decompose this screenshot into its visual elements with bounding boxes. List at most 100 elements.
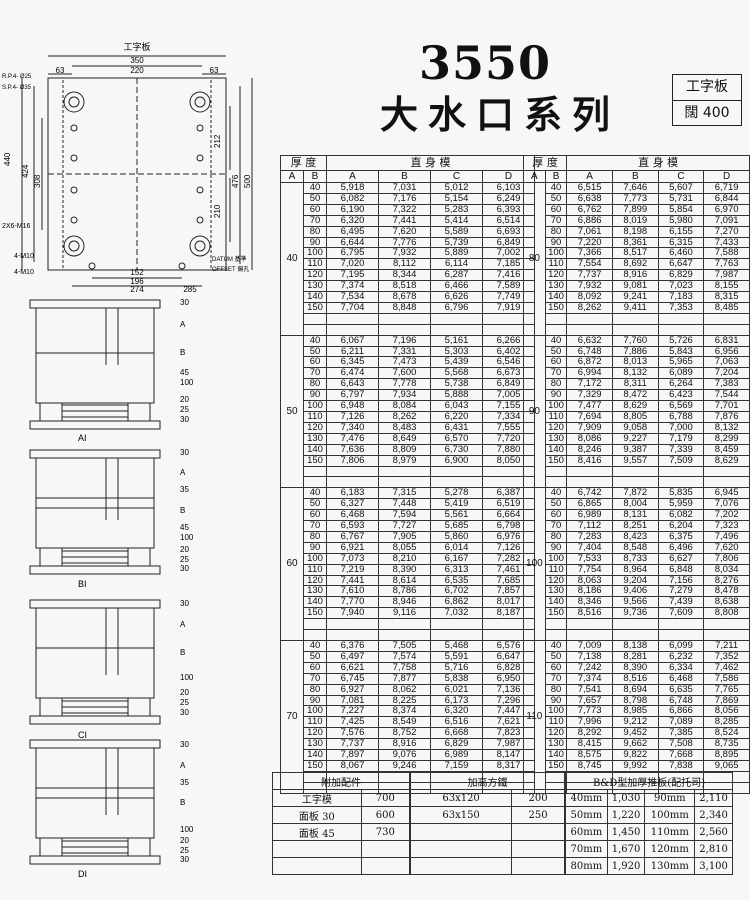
thickness-b: 70 xyxy=(544,672,568,685)
empty-cell xyxy=(566,465,613,478)
empty-cell xyxy=(611,618,659,631)
price-cell: 7,138 xyxy=(566,650,613,663)
price-cell: 7,473 xyxy=(378,356,431,369)
price-cell: 6,496 xyxy=(657,541,705,554)
thickness-b: 100 xyxy=(303,552,327,565)
price-cell: 6,956 xyxy=(703,345,750,358)
bd-plate-price: 2,110 xyxy=(694,789,733,807)
price-cell: 7,172 xyxy=(566,378,613,391)
thickness-b: 150 xyxy=(544,301,568,314)
ci-view-name: CI xyxy=(78,730,87,740)
price-cell: 8,299 xyxy=(703,432,750,445)
thickness-b: 40 xyxy=(303,182,327,194)
bi-label-100: 100 xyxy=(180,533,194,542)
price-cell: 7,202 xyxy=(703,509,750,522)
price-cell: 7,763 xyxy=(703,258,750,271)
price-cell: 5,739 xyxy=(430,236,483,249)
thickness-a: 60 xyxy=(280,487,304,641)
price-cell: 5,589 xyxy=(430,225,483,238)
thickness-b: 130 xyxy=(544,280,568,293)
price-cell: 7,886 xyxy=(611,345,659,358)
bd-plate-title: B&D型加厚推板(配托司) xyxy=(565,772,733,790)
accessories-title: 附加配件 xyxy=(272,772,410,790)
price-cell: 6,862 xyxy=(430,596,483,609)
thickness-b: 140 xyxy=(303,749,327,761)
price-cell: 6,327 xyxy=(326,498,379,511)
price-cell: 7,876 xyxy=(703,411,750,423)
di-view-name: DI xyxy=(78,869,87,879)
price-cell: 5,838 xyxy=(430,672,483,685)
thickness-b: 60 xyxy=(303,356,327,369)
price-cell: 6,730 xyxy=(430,443,483,456)
price-cell: 8,478 xyxy=(703,585,750,598)
price-cell: 8,423 xyxy=(611,530,659,543)
price-cell: 7,219 xyxy=(326,563,379,576)
price-cell: 6,190 xyxy=(326,203,379,216)
bd-plate-price: 1,920 xyxy=(606,857,646,875)
price-cell: 6,320 xyxy=(430,705,483,718)
empty-cell xyxy=(544,312,568,325)
price-cell: 6,866 xyxy=(657,705,705,718)
thickness-b: 90 xyxy=(303,694,327,707)
bi-view-name: BI xyxy=(78,579,87,589)
price-cell: 8,013 xyxy=(611,356,659,369)
thickness-b: 110 xyxy=(544,258,568,271)
header-b: B xyxy=(303,170,327,183)
price-cell: 8,985 xyxy=(611,705,659,718)
price-cell: 8,649 xyxy=(378,432,431,445)
price-cell: 5,959 xyxy=(657,498,705,511)
price-cell: 5,591 xyxy=(430,650,483,663)
ci-label-a: A xyxy=(180,620,186,629)
price-cell: 8,131 xyxy=(611,509,659,522)
price-cell: 9,227 xyxy=(611,432,659,445)
price-cell: 6,886 xyxy=(566,214,613,227)
price-cell: 5,716 xyxy=(430,661,483,674)
accessory-price: 700 xyxy=(360,789,411,807)
thickness-b: 40 xyxy=(544,639,568,652)
header-col-a: A xyxy=(326,170,379,183)
price-cell: 7,023 xyxy=(657,280,705,293)
price-cell: 6,795 xyxy=(326,247,379,260)
empty-cell xyxy=(703,323,750,336)
thickness-b: 90 xyxy=(303,236,327,249)
price-cell: 7,270 xyxy=(703,225,750,238)
price-cell: 7,987 xyxy=(703,269,750,282)
empty-cell xyxy=(378,323,431,336)
thickness-a: 80 xyxy=(523,182,546,336)
price-cell: 7,476 xyxy=(326,432,379,445)
price-cell: 8,292 xyxy=(566,727,613,740)
badge-type: 工字板 xyxy=(673,75,741,101)
empty-cell xyxy=(430,476,483,489)
dim-440: 440 xyxy=(3,152,12,166)
bd-plate-price: 1,450 xyxy=(606,823,646,841)
price-cell: 9,411 xyxy=(611,301,659,314)
note-m10-b: 4-M10 xyxy=(14,269,34,276)
price-cell: 5,283 xyxy=(430,203,483,216)
thickness-b: 80 xyxy=(303,225,327,238)
header-col-b: B xyxy=(611,170,659,183)
price-cell: 7,869 xyxy=(703,694,750,707)
bd-plate-thickness: 110mm xyxy=(644,823,696,841)
price-cell: 8,004 xyxy=(611,498,659,511)
thickness-b: 50 xyxy=(544,650,568,663)
price-cell: 6,848 xyxy=(657,563,705,576)
price-cell: 6,702 xyxy=(430,585,483,598)
price-cell: 6,872 xyxy=(566,356,613,369)
header-thickness: 厚 度 xyxy=(280,155,327,171)
ci-label-25: 25 xyxy=(180,698,189,707)
spacer-row xyxy=(281,476,535,489)
price-cell: 5,419 xyxy=(430,498,483,511)
price-cell: 7,009 xyxy=(566,639,613,652)
thickness-b: 110 xyxy=(544,716,568,729)
